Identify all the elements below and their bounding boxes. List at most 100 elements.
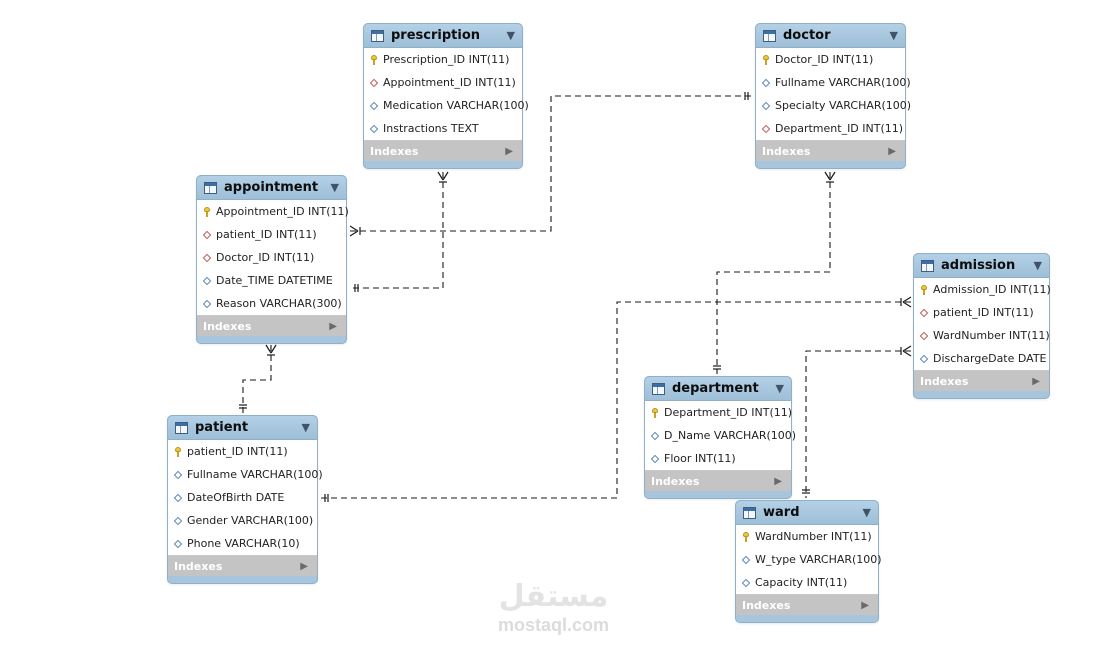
table-icon bbox=[743, 506, 756, 519]
relation-appointment-patient bbox=[239, 344, 277, 413]
table-header[interactable]: appointment ▼ bbox=[197, 176, 346, 199]
triangle-right-icon[interactable]: ▶ bbox=[329, 320, 337, 332]
column-row[interactable]: Appointment_ID INT(11) bbox=[364, 71, 522, 94]
column-row[interactable]: Fullname VARCHAR(100) bbox=[756, 71, 911, 94]
indexes-section[interactable]: Indexes ▶ bbox=[736, 595, 878, 615]
table-icon bbox=[921, 259, 934, 272]
triangle-down-icon[interactable]: ▼ bbox=[1033, 259, 1042, 272]
table-prescription[interactable]: prescription ▼ Prescription_ID INT(11) A… bbox=[363, 23, 529, 169]
column-row[interactable]: WardNumber INT(11) bbox=[914, 324, 1050, 347]
indexes-label: Indexes bbox=[762, 144, 811, 158]
column-row[interactable]: Medication VARCHAR(100) bbox=[364, 94, 529, 117]
column-row[interactable]: D_Name VARCHAR(100) bbox=[645, 424, 796, 447]
table-department[interactable]: department ▼ Department_ID INT(11) D_Nam… bbox=[644, 376, 796, 499]
table-icon bbox=[371, 29, 384, 42]
triangle-down-icon[interactable]: ▼ bbox=[301, 421, 310, 434]
relation-line bbox=[805, 350, 911, 498]
column-row[interactable]: Department_ID INT(11) bbox=[756, 117, 905, 140]
column-label: patient_ID INT(11) bbox=[933, 306, 1034, 319]
relation-admission-patient bbox=[320, 296, 912, 502]
triangle-down-icon[interactable]: ▼ bbox=[862, 506, 871, 519]
diamond-icon bbox=[650, 454, 660, 464]
column-row[interactable]: Appointment_ID INT(11) bbox=[197, 200, 349, 223]
triangle-right-icon[interactable]: ▶ bbox=[1032, 375, 1040, 387]
diamond-icon bbox=[919, 331, 929, 341]
indexes-section[interactable]: Indexes ▶ bbox=[168, 556, 317, 576]
column-row[interactable]: Prescription_ID INT(11) bbox=[364, 48, 522, 71]
table-header[interactable]: ward ▼ bbox=[736, 501, 878, 524]
column-row[interactable]: Doctor_ID INT(11) bbox=[756, 48, 905, 71]
column-row[interactable]: Fullname VARCHAR(100) bbox=[168, 463, 323, 486]
indexes-section[interactable]: Indexes ▶ bbox=[645, 471, 791, 491]
column-row[interactable]: Capacity INT(11) bbox=[736, 571, 878, 594]
triangle-right-icon[interactable]: ▶ bbox=[300, 560, 308, 572]
diamond-icon bbox=[202, 253, 212, 263]
key-icon bbox=[369, 55, 379, 65]
column-row[interactable]: Department_ID INT(11) bbox=[645, 401, 792, 424]
column-row[interactable]: patient_ID INT(11) bbox=[914, 301, 1049, 324]
column-row[interactable]: Specialty VARCHAR(100) bbox=[756, 94, 911, 117]
column-row[interactable]: patient_ID INT(11) bbox=[197, 223, 346, 246]
column-label: patient_ID INT(11) bbox=[187, 445, 288, 458]
crowfoot-mark bbox=[902, 350, 912, 357]
indexes-section[interactable]: Indexes ▶ bbox=[197, 316, 346, 336]
relation-line bbox=[242, 345, 272, 413]
triangle-down-icon[interactable]: ▼ bbox=[330, 181, 339, 194]
column-row[interactable]: Doctor_ID INT(11) bbox=[197, 246, 346, 269]
indexes-section[interactable]: Indexes ▶ bbox=[364, 141, 522, 161]
triangle-right-icon[interactable]: ▶ bbox=[861, 599, 869, 611]
triangle-right-icon[interactable]: ▶ bbox=[505, 145, 513, 157]
column-row[interactable]: patient_ID INT(11) bbox=[168, 440, 317, 463]
column-row[interactable]: Instractions TEXT bbox=[364, 117, 522, 140]
table-title: ward bbox=[763, 505, 800, 520]
table-title: patient bbox=[195, 420, 249, 435]
triangle-down-icon[interactable]: ▼ bbox=[889, 29, 898, 42]
table-header[interactable]: department ▼ bbox=[645, 377, 791, 400]
key-icon bbox=[919, 285, 929, 295]
column-row[interactable]: Date_TIME DATETIME bbox=[197, 269, 346, 292]
table-admission[interactable]: admission ▼ Admission_ID INT(11) patient… bbox=[913, 253, 1051, 399]
column-row[interactable]: Admission_ID INT(11) bbox=[914, 278, 1051, 301]
diamond-icon bbox=[369, 101, 379, 111]
column-row[interactable]: W_type VARCHAR(100) bbox=[736, 548, 882, 571]
watermark: مستقل mostaql.com bbox=[486, 580, 621, 636]
table-header[interactable]: admission ▼ bbox=[914, 254, 1049, 277]
triangle-down-icon[interactable]: ▼ bbox=[775, 382, 784, 395]
column-label: Appointment_ID INT(11) bbox=[383, 76, 516, 89]
diamond-icon bbox=[650, 431, 660, 441]
column-row[interactable]: WardNumber INT(11) bbox=[736, 525, 878, 548]
indexes-label: Indexes bbox=[370, 144, 419, 158]
crowfoot-mark bbox=[265, 344, 272, 354]
table-header[interactable]: patient ▼ bbox=[168, 416, 317, 439]
table-appointment[interactable]: appointment ▼ Appointment_ID INT(11) pat… bbox=[196, 175, 349, 344]
column-row[interactable]: DischargeDate DATE bbox=[914, 347, 1049, 370]
table-header[interactable]: prescription ▼ bbox=[364, 24, 522, 47]
column-row[interactable]: Floor INT(11) bbox=[645, 447, 791, 470]
column-list: Department_ID INT(11) D_Name VARCHAR(100… bbox=[645, 400, 796, 471]
table-doctor[interactable]: doctor ▼ Doctor_ID INT(11) Fullname VARC… bbox=[755, 23, 911, 169]
diamond-icon bbox=[369, 124, 379, 134]
column-row[interactable]: Phone VARCHAR(10) bbox=[168, 532, 317, 555]
table-patient[interactable]: patient ▼ patient_ID INT(11) Fullname VA… bbox=[167, 415, 323, 584]
table-title: appointment bbox=[224, 180, 319, 195]
diamond-icon bbox=[919, 308, 929, 318]
triangle-right-icon[interactable]: ▶ bbox=[888, 145, 896, 157]
table-title: department bbox=[672, 381, 759, 396]
relation-line bbox=[320, 301, 911, 499]
table-header[interactable]: doctor ▼ bbox=[756, 24, 905, 47]
diamond-icon bbox=[761, 78, 771, 88]
diamond-icon bbox=[202, 276, 212, 286]
table-ward[interactable]: ward ▼ WardNumber INT(11) W_type VARCHAR… bbox=[735, 500, 882, 623]
triangle-right-icon[interactable]: ▶ bbox=[774, 475, 782, 487]
diamond-icon bbox=[919, 354, 929, 364]
column-row[interactable]: Gender VARCHAR(100) bbox=[168, 509, 317, 532]
column-label: Admission_ID INT(11) bbox=[933, 283, 1051, 296]
triangle-down-icon[interactable]: ▼ bbox=[506, 29, 515, 42]
column-label: Appointment_ID INT(11) bbox=[216, 205, 349, 218]
column-row[interactable]: Reason VARCHAR(300) bbox=[197, 292, 346, 315]
indexes-section[interactable]: Indexes ▶ bbox=[756, 141, 905, 161]
diamond-icon bbox=[173, 516, 183, 526]
indexes-section[interactable]: Indexes ▶ bbox=[914, 371, 1049, 391]
column-row[interactable]: DateOfBirth DATE bbox=[168, 486, 317, 509]
